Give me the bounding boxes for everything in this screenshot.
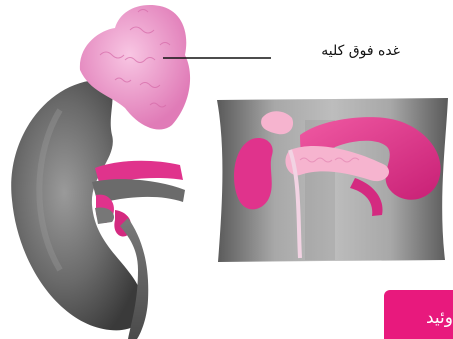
torso-illustration <box>217 98 448 262</box>
section-tab-label: وئید <box>384 308 453 328</box>
section-tab[interactable]: وئید <box>384 290 453 339</box>
kidney <box>11 80 144 330</box>
adrenal-gland-label: غده فوق کلیه <box>270 43 400 59</box>
